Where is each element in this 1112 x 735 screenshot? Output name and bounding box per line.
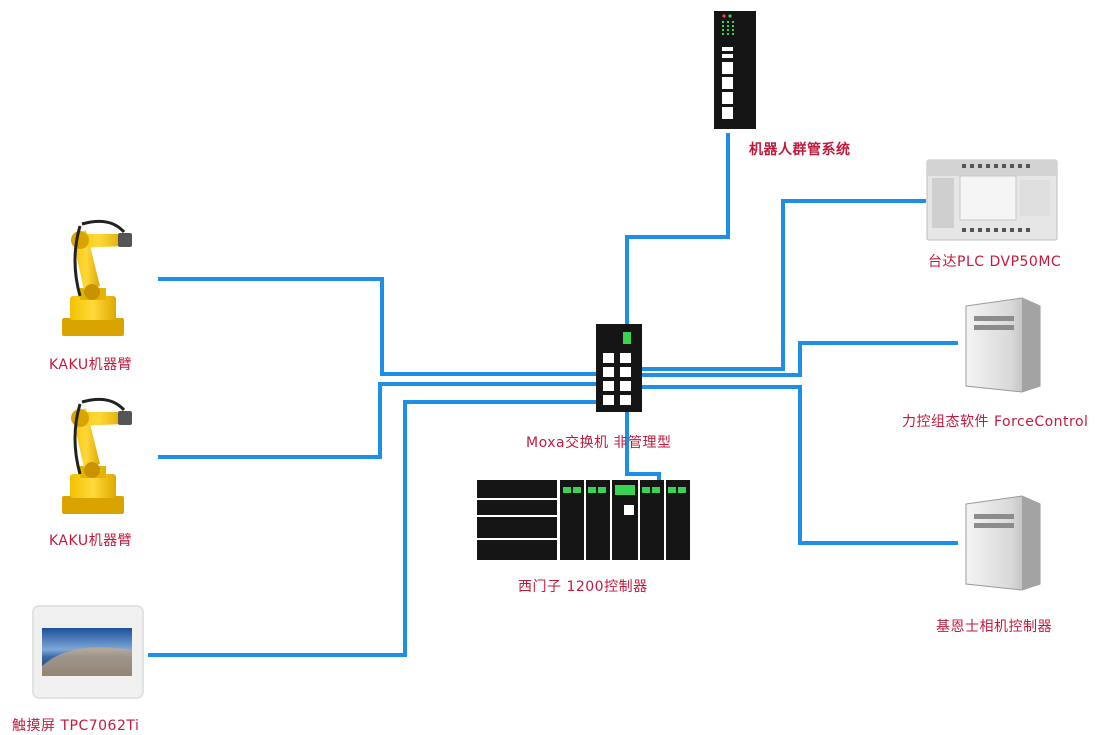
switch-label: Moxa交换机 非管理型 bbox=[526, 432, 672, 452]
robot-group-system-icon bbox=[714, 11, 756, 129]
siemens-controller-icon bbox=[477, 480, 690, 560]
forcecontrol-label: 力控组态软件 ForceControl bbox=[902, 411, 1088, 431]
touch-screen-label: 触摸屏 TPC7062Ti bbox=[12, 715, 139, 735]
robot-arm-2-icon bbox=[62, 399, 132, 514]
robot-arm-2-label: KAKU机器臂 bbox=[49, 530, 132, 550]
link-robot-group-system bbox=[627, 133, 728, 340]
robot-arm-1-label: KAKU机器臂 bbox=[49, 354, 132, 374]
touch-screen-icon bbox=[33, 606, 143, 698]
moxa-switch-icon bbox=[596, 324, 642, 412]
forcecontrol-server-icon bbox=[966, 298, 1040, 392]
plc-icon bbox=[927, 160, 1057, 240]
plc-label: 台达PLC DVP50MC bbox=[928, 251, 1061, 271]
keyence-server-icon bbox=[966, 496, 1040, 590]
robot-arm-1-icon bbox=[62, 221, 132, 336]
siemens-label: 西门子 1200控制器 bbox=[518, 576, 648, 596]
keyence-label: 基恩士相机控制器 bbox=[936, 616, 1052, 636]
robot-group-system-label: 机器人群管系统 bbox=[749, 139, 851, 159]
link-robot-arm-1 bbox=[158, 279, 606, 374]
